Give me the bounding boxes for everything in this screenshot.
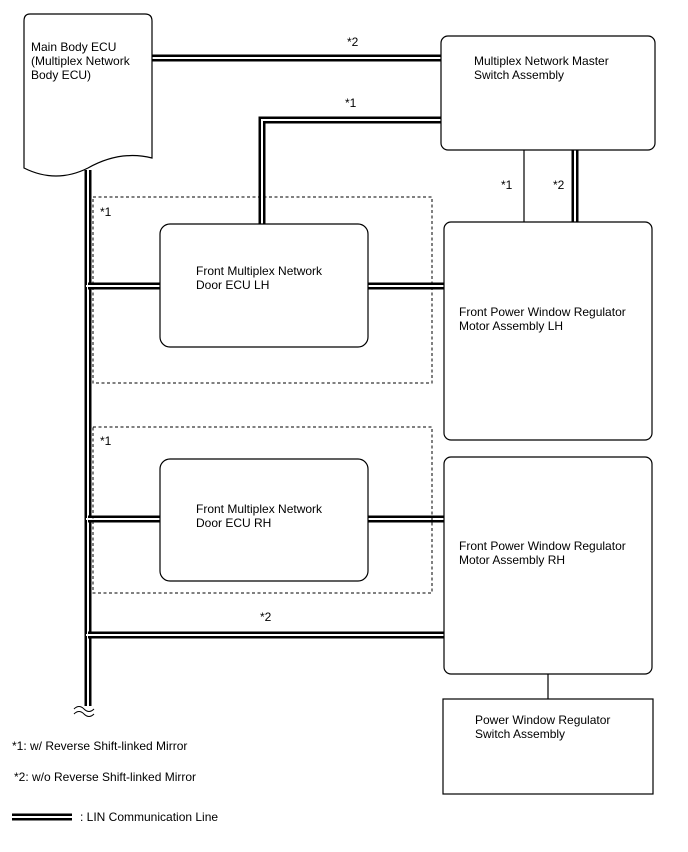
group-note-rh: *1 bbox=[100, 434, 112, 448]
note-upper: *1 bbox=[345, 96, 357, 110]
legend-note-2: *2: w/o Reverse Shift-linked Mirror bbox=[14, 770, 196, 784]
door-ecu-lh-label: Front Multiplex Network Door ECU LH bbox=[196, 264, 325, 292]
motor-lh-label: Front Power Window Regulator Motor Assem… bbox=[459, 305, 629, 333]
group-note-lh: *1 bbox=[100, 205, 112, 219]
group-box-lh bbox=[92, 196, 433, 384]
note-vertical-right: *2 bbox=[553, 178, 565, 192]
door-ecu-rh-box bbox=[159, 458, 369, 582]
main-body-ecu-box bbox=[23, 13, 153, 177]
motor-rh-label: Front Power Window Regulator Motor Assem… bbox=[459, 539, 629, 567]
main-body-ecu-label: Main Body ECU (Multiplex Network Body EC… bbox=[31, 40, 133, 82]
lin-line-upper bbox=[258, 116, 441, 224]
door-ecu-lh-box bbox=[159, 223, 369, 348]
legend-lin-label: : LIN Communication Line bbox=[80, 810, 218, 824]
regulator-switch-label: Power Window Regulator Switch Assembly bbox=[475, 713, 614, 741]
note-top: *2 bbox=[347, 35, 359, 49]
legend-note-1: *1: w/ Reverse Shift-linked Mirror bbox=[12, 739, 187, 753]
group-box-rh bbox=[92, 426, 433, 594]
note-vertical-left: *1 bbox=[501, 178, 513, 192]
door-ecu-rh-label: Front Multiplex Network Door ECU RH bbox=[196, 502, 325, 530]
line-break-mark bbox=[73, 706, 95, 717]
motor-rh-box bbox=[443, 456, 653, 675]
note-bottom: *2 bbox=[260, 610, 272, 624]
motor-lh-box bbox=[443, 221, 653, 441]
regulator-switch-box bbox=[442, 698, 654, 795]
lin-lines bbox=[84, 54, 579, 706]
master-switch-label: Multiplex Network Master Switch Assembly bbox=[474, 54, 612, 82]
master-switch-box bbox=[440, 35, 656, 151]
